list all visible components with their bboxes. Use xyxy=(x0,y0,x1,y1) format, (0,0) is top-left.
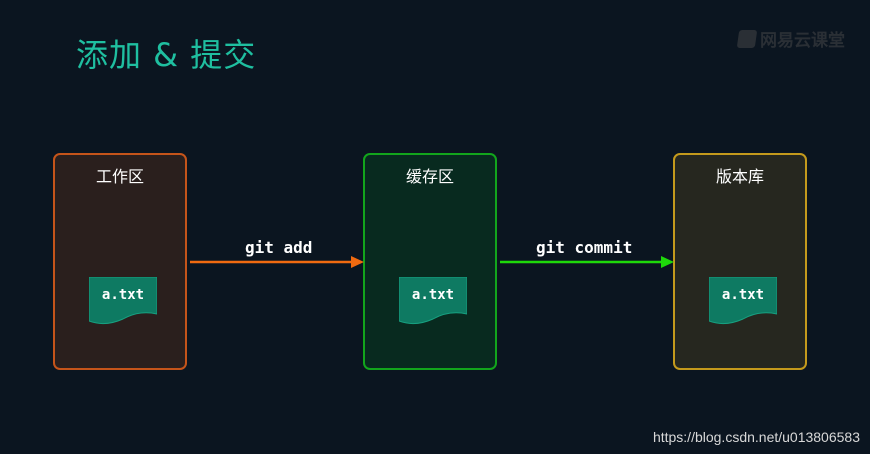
logo-icon xyxy=(736,29,758,48)
git-add-label: git add xyxy=(245,238,313,257)
file-document: a.txt xyxy=(709,277,777,325)
git-commit-label: git commit xyxy=(536,238,633,257)
document-icon xyxy=(399,277,467,325)
staging-area-box: 缓存区 a.txt xyxy=(363,153,497,370)
logo-text: 网易云课堂 xyxy=(760,31,845,51)
file-name: a.txt xyxy=(721,287,765,303)
working-directory-box: 工作区 a.txt xyxy=(53,153,187,370)
document-icon xyxy=(89,277,157,325)
staging-area-label: 缓存区 xyxy=(405,167,454,186)
source-watermark: https://blog.csdn.net/u013806583 xyxy=(652,429,860,445)
working-directory-label: 工作区 xyxy=(95,167,144,186)
brand-logo: 网易云课堂 xyxy=(736,26,845,51)
file-document: a.txt xyxy=(399,277,467,325)
repository-box: 版本库 a.txt xyxy=(673,153,807,370)
git-commit-arrow xyxy=(500,256,674,268)
file-name: a.txt xyxy=(411,287,455,303)
file-name: a.txt xyxy=(101,287,145,303)
page-title: 添加 & 提交 xyxy=(76,36,257,74)
git-add-arrow xyxy=(190,256,364,268)
file-document: a.txt xyxy=(89,277,157,325)
document-icon xyxy=(709,277,777,325)
repository-label: 版本库 xyxy=(715,167,764,186)
